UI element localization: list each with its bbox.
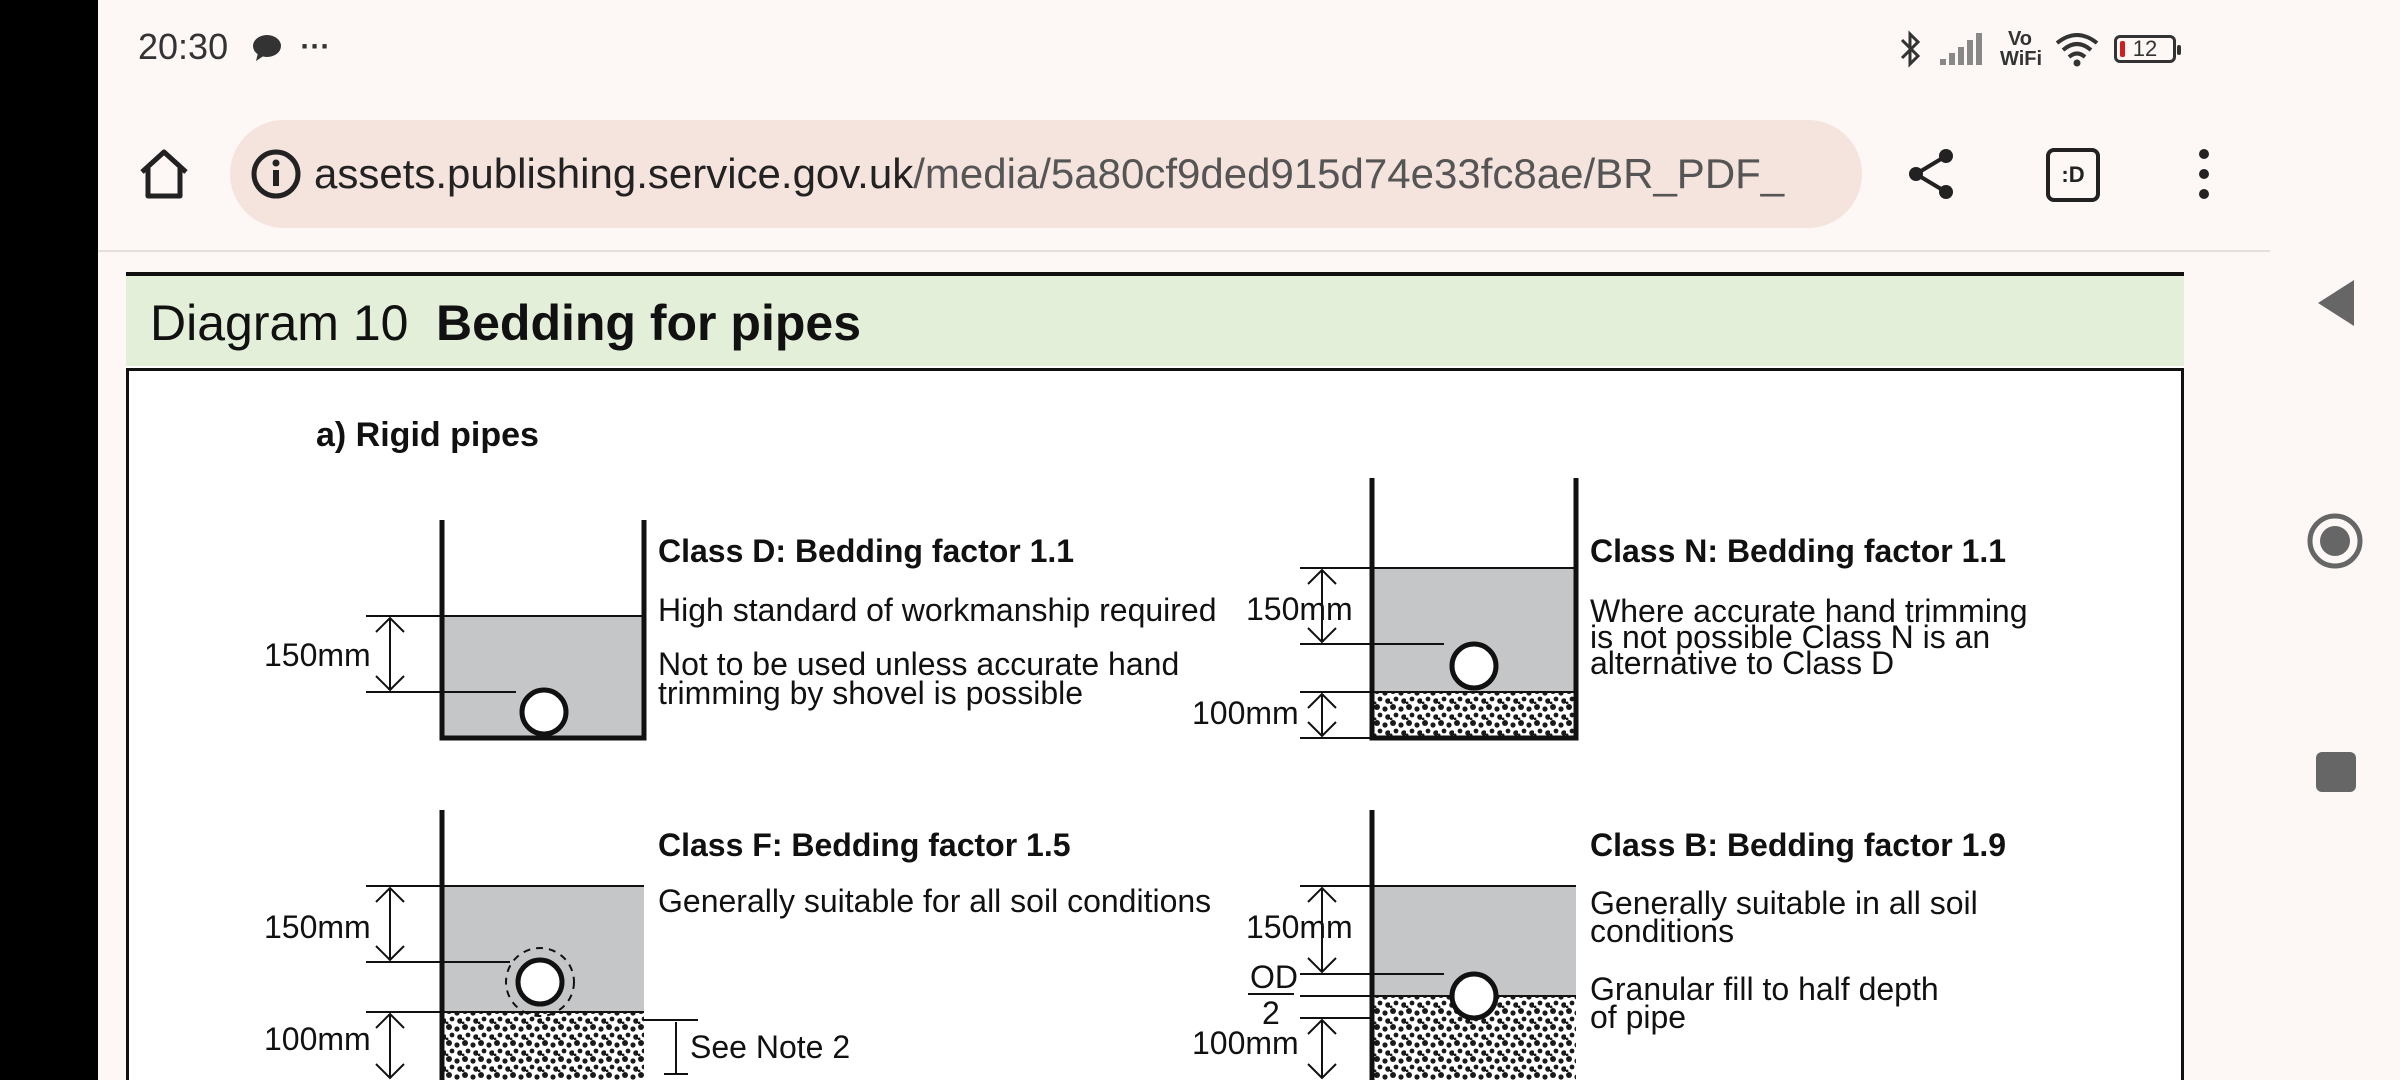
- tab-switcher-label: :D: [2061, 162, 2085, 187]
- class-f-gravel: [442, 1012, 644, 1080]
- class-n-diagram: 150mm 100mm Class N: Bedding factor 1.1 …: [1192, 478, 2028, 741]
- battery-percent: 12: [2132, 36, 2158, 61]
- address-bar[interactable]: assets.publishing.service.gov.uk/media/5…: [230, 120, 1862, 228]
- class-b-text-4: of pipe: [1590, 999, 1686, 1035]
- class-f-heading: Class F: Bedding factor 1.5: [658, 827, 1071, 863]
- diagram-frame: [126, 368, 2184, 1080]
- class-n-dim-100: 100mm: [1192, 695, 1299, 731]
- class-b-diagram: 150mm OD 2 100mm Class B: Bedding factor…: [1192, 810, 2006, 1080]
- home-icon[interactable]: [136, 146, 192, 202]
- class-n-pipe: [1449, 641, 1499, 691]
- status-notification-icons: ···: [250, 30, 330, 64]
- class-n-text-2: is not possible Class N is an: [1590, 619, 1990, 655]
- class-n-text-3: alternative to Class D: [1590, 645, 1894, 681]
- recents-icon[interactable]: [2316, 752, 2356, 792]
- class-b-pipe: [1449, 971, 1499, 1021]
- class-n-trench: [1369, 478, 1579, 741]
- more-notifications: ···: [300, 30, 331, 63]
- status-bar: 20:30 ··· Vo WiFi 12: [98, 0, 2270, 100]
- class-f-pipe: [515, 957, 565, 1007]
- class-d-text-2: Not to be used unless accurate hand: [658, 646, 1179, 682]
- bluetooth-icon: [1900, 30, 1921, 68]
- class-b-text-3: Granular fill to half depth: [1590, 971, 1939, 1007]
- more-options-icon[interactable]: [2194, 146, 2214, 202]
- diagram-number: Diagram 10: [150, 295, 409, 351]
- browser-toolbar: assets.publishing.service.gov.uk/media/5…: [98, 100, 2270, 252]
- class-d-text-3: trimming by shovel is possible: [658, 675, 1083, 711]
- status-right-icons: Vo WiFi 12: [1898, 24, 2181, 74]
- section-heading: a) Rigid pipes: [316, 416, 539, 454]
- class-n-gravel: [1372, 692, 1576, 738]
- class-b-text-1: Generally suitable in all soil: [1590, 885, 1978, 921]
- class-d-dim-150: 150mm: [264, 637, 371, 673]
- battery-indicator: 12: [2114, 35, 2181, 63]
- class-b-dim-od: OD: [1250, 959, 1298, 995]
- vowifi-label: Vo WiFi: [2000, 28, 2043, 70]
- class-n-heading: Class N: Bedding factor 1.1: [1590, 533, 2006, 569]
- class-n-dim-150: 150mm: [1246, 591, 1353, 627]
- class-d-text-1: High standard of workmanship required: [658, 592, 1217, 628]
- class-f-dim-150: 150mm: [264, 909, 371, 945]
- class-b-dim-150: 150mm: [1246, 909, 1353, 945]
- diagram-header: Diagram 10 Bedding for pipes: [126, 272, 2184, 366]
- left-black-edge: [0, 0, 98, 1080]
- tab-switcher-button[interactable]: :D: [2046, 148, 2100, 202]
- class-d-heading: Class D: Bedding factor 1.1: [658, 533, 1074, 569]
- class-f-pipe-envelope: [505, 947, 575, 1017]
- cellular-signal-icon: [1940, 33, 1982, 65]
- class-f-note: See Note 2: [690, 1029, 850, 1065]
- chat-bubble-icon: [253, 35, 281, 62]
- battery-level: [2120, 41, 2125, 57]
- back-icon[interactable]: [2316, 278, 2356, 328]
- url-path: /media/5a80cf9ded915d74e33fc8ae/BR_PDF_: [913, 150, 1785, 197]
- bedding-diagram: a) Rigid pipes 150mm Class D: Bedding fa…: [264, 416, 2028, 1080]
- wifi-icon: [2055, 33, 2099, 67]
- class-d-diagram: 150mm Class D: Bedding factor 1.1 High s…: [264, 520, 1217, 741]
- status-time: 20:30: [138, 26, 229, 67]
- class-b-dim-half: 2: [1262, 995, 1280, 1031]
- class-b-heading: Class B: Bedding factor 1.9: [1590, 827, 2006, 863]
- url-text[interactable]: assets.publishing.service.gov.uk/media/5…: [314, 150, 1784, 198]
- diagram-title: Bedding for pipes: [436, 295, 861, 351]
- share-icon[interactable]: [1904, 146, 1960, 202]
- class-f-text-1: Generally suitable for all soil conditio…: [658, 883, 1211, 919]
- class-n-text-1: Where accurate hand trimming: [1590, 593, 2028, 629]
- site-info-icon[interactable]: [250, 148, 302, 200]
- class-f-diagram: 150mm 100mm See Note 2 Class F: Bedding …: [264, 810, 1211, 1080]
- class-b-text-2: conditions: [1590, 913, 1734, 949]
- class-b-dim-100: 100mm: [1192, 1025, 1299, 1061]
- system-navigation-bar: [2270, 0, 2400, 1080]
- class-f-dim-100: 100mm: [264, 1021, 371, 1057]
- home-nav-icon[interactable]: [2306, 512, 2364, 570]
- class-d-trench: [439, 520, 647, 741]
- pdf-page: Diagram 10 Bedding for pipes a) Rigid pi…: [126, 272, 2184, 1080]
- class-d-pipe: [519, 687, 569, 737]
- url-domain: assets.publishing.service.gov.uk: [314, 150, 914, 197]
